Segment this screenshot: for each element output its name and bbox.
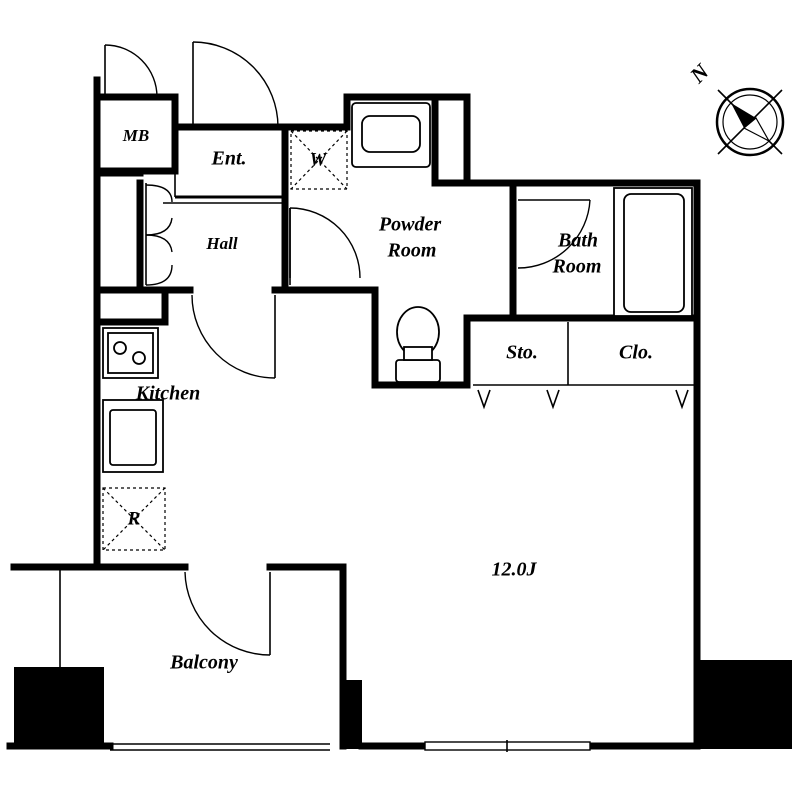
fixtures — [102, 102, 695, 473]
column-bottom-right — [697, 660, 792, 749]
label-washer: W — [310, 149, 328, 170]
balcony-railing — [59, 570, 330, 751]
label-kitchen: Kitchen — [135, 383, 200, 405]
washer-space — [290, 130, 348, 190]
label-refrigerator: R — [127, 508, 141, 529]
label-powder-line2: Room — [387, 240, 437, 262]
column-bottom-left — [14, 667, 104, 749]
label-bath-line2: Room — [552, 256, 602, 278]
compass-label: N — [684, 58, 714, 88]
label-entrance: Ent. — [210, 148, 246, 170]
label-storage: Sto. — [506, 342, 538, 364]
compass-icon: N — [684, 58, 785, 157]
label-closet: Clo. — [619, 342, 653, 364]
label-powder-line1: Powder — [378, 214, 441, 236]
label-main-room: 12.0J — [492, 559, 538, 581]
label-bath-line1: Bath — [557, 230, 598, 252]
refrigerator-space — [102, 487, 166, 551]
pillar-balcony — [343, 680, 362, 749]
label-hall: Hall — [205, 234, 237, 253]
doors — [104, 41, 591, 656]
sliding-window — [424, 740, 591, 752]
label-balcony: Balcony — [169, 652, 238, 674]
label-mb: MB — [122, 126, 149, 145]
